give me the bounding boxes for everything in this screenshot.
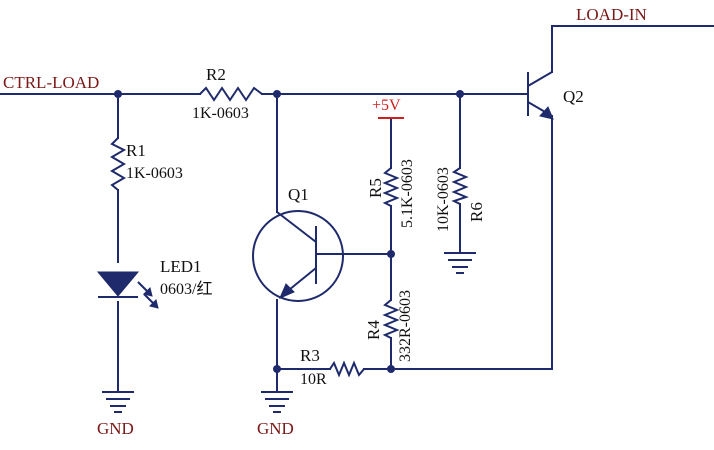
r6-value: 10K-0603 (435, 167, 452, 232)
gnd-label-left: GND (97, 419, 134, 438)
junction-dot (456, 90, 464, 98)
junction-dot (387, 250, 395, 258)
resistor-r1 (110, 137, 127, 191)
r5-body (382, 167, 400, 207)
r5-ref: R5 (366, 178, 385, 198)
vcc-label: +5V (372, 97, 401, 114)
r6-ref: R6 (467, 202, 486, 222)
r2-body (199, 86, 263, 102)
net-label-load-in: LOAD-IN (576, 5, 647, 24)
r4-body (382, 299, 400, 339)
r2-ref: R2 (206, 65, 226, 84)
led-arrow-head (149, 299, 159, 309)
ground-r6 (444, 252, 476, 274)
q1-emitter-arrow (279, 283, 295, 299)
r4-value: 332R-0603 (397, 290, 414, 362)
r3-body (329, 360, 365, 378)
resistor-r3 (329, 360, 365, 378)
led-led1 (96, 271, 159, 309)
q1-body (252, 210, 344, 302)
q2-collector-lead (527, 71, 553, 87)
led-triangle (96, 271, 140, 297)
r1-ref: R1 (126, 141, 146, 160)
r1-body (110, 137, 127, 191)
junction-dot (114, 90, 122, 98)
resistor-r6 (451, 167, 469, 205)
led-arrow-head (143, 287, 153, 297)
resistor-r5 (382, 167, 400, 207)
r3-ref: R3 (300, 346, 320, 365)
power-5v: +5V (372, 97, 404, 119)
led1-ref: LED1 (160, 257, 202, 276)
junction-dot (273, 365, 281, 373)
wires (0, 25, 714, 391)
q2-ref: Q2 (563, 87, 584, 106)
ground-left: GND (97, 391, 134, 438)
q2-emitter-arrow (539, 106, 554, 120)
junctions (114, 90, 464, 373)
resistor-r4 (382, 299, 400, 339)
r2-value: 1K-0603 (192, 105, 249, 122)
q1-ref: Q1 (288, 185, 309, 204)
r6-body (451, 167, 469, 205)
gnd-label-mid: GND (257, 419, 294, 438)
r3-value: 10R (300, 371, 327, 388)
r1-value: 1K-0603 (126, 165, 183, 182)
transistor-q1 (252, 210, 344, 302)
ground-mid: GND (257, 391, 294, 438)
junction-dot (387, 365, 395, 373)
r5-value: 5.1K-0603 (399, 159, 416, 228)
resistor-r2 (199, 86, 263, 102)
led1-value: 0603/红 (160, 280, 212, 298)
q1-collector-lead (276, 211, 317, 243)
transistor-q2 (527, 71, 554, 120)
r4-ref: R4 (364, 320, 383, 340)
net-label-ctrl-load: CTRL-LOAD (3, 73, 99, 92)
junction-dot (273, 90, 281, 98)
